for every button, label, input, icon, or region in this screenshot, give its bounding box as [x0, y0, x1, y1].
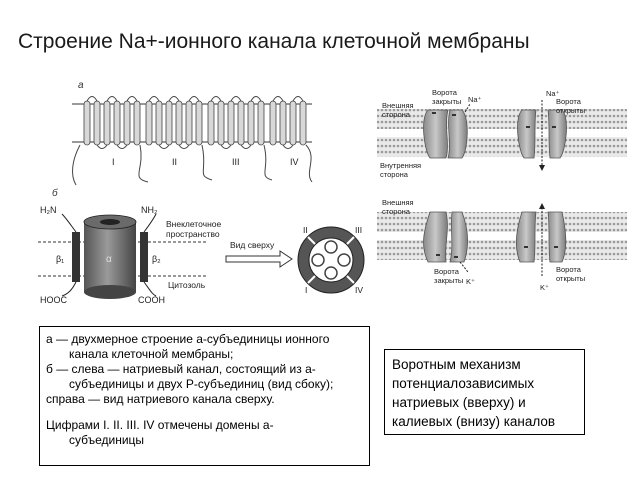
- membrane-lower-bottom: [377, 240, 627, 260]
- domain-label-4: IV: [290, 157, 299, 167]
- caption-right-line-3: натриевых (вверху) и: [392, 395, 526, 410]
- caption-right-box: Воротным механизм потенциалозависимых на…: [384, 349, 585, 435]
- gates-top-panel: Внешняя сторона Внутренняя сторона Ворот…: [377, 88, 627, 179]
- c-terminal-right: COOH: [138, 295, 165, 305]
- panel-a-label: а: [78, 80, 84, 91]
- gates-bottom-panel: Внешняя сторона Ворота закрыты K⁺ K⁺ Вор…: [377, 198, 627, 292]
- inner-side-top-2: сторона: [380, 170, 409, 179]
- panel-a: а: [72, 80, 313, 186]
- gate-closed-top: Ворота: [432, 88, 458, 97]
- k-channel-closed: [423, 211, 468, 263]
- outer-side-bottom: Внешняя: [382, 198, 414, 207]
- caption-right-line-2: потенциалозависимых: [392, 376, 535, 391]
- n-terminal-left: H₂N: [40, 205, 57, 215]
- alpha-cylinder: [83, 214, 137, 299]
- gate-closed-bottom-2: закрыты: [434, 276, 463, 285]
- gate-open-top-2: открыты: [556, 106, 585, 115]
- top-view-arrow: [225, 250, 293, 268]
- top-view-label: Вид сверху: [230, 240, 275, 250]
- caption-left-line-2: канала клеточной мембраны;: [69, 347, 234, 361]
- caption-left-line-3: б — слева — натриевый канал, состоящий и…: [46, 362, 316, 376]
- beta2-subunit: [140, 232, 148, 282]
- c-terminal-left: HOOC: [40, 295, 68, 305]
- alpha-label: α: [106, 254, 112, 265]
- panel-b-label: б: [52, 187, 58, 199]
- membrane-upper-bottom: [377, 137, 627, 157]
- beta1-subunit: [72, 232, 80, 282]
- domain-label-2: II: [172, 157, 177, 167]
- gate-closed-top-2: закрыты: [432, 97, 461, 106]
- na-ion-right: Na⁺: [546, 89, 560, 98]
- domain-label-1: I: [112, 157, 115, 167]
- extracellular-label-2: пространство: [166, 229, 220, 239]
- k-ion-right: K⁺: [540, 283, 549, 292]
- membrane-lower-top: [377, 212, 627, 232]
- ring-domain-1: I: [305, 285, 307, 295]
- n-terminal-right: NH₂: [141, 205, 158, 215]
- panel-b: б α H₂N NH₂ β₁ β₂ HOOC COOH Внеклеточное…: [38, 187, 365, 305]
- caption-left-line-7: субъединицы: [69, 433, 145, 447]
- extracellular-label: Внеклеточное: [166, 219, 221, 229]
- na-channel-open: [517, 109, 567, 159]
- ring-domain-3: III: [355, 225, 362, 235]
- cytosol-label: Цитозоль: [168, 280, 206, 290]
- k-ion-left: K⁺: [466, 277, 475, 286]
- page-title: Строение Na+-ионного канала клеточной ме…: [18, 30, 530, 53]
- gate-open-bottom: Ворота: [556, 265, 582, 274]
- inner-side-top: Внутренняя: [380, 161, 421, 170]
- caption-left-line-5: справа — вид натриевого канала сверху.: [46, 392, 275, 406]
- outer-side-top: Внешняя: [382, 101, 414, 110]
- ring-domain-4: IV: [355, 285, 363, 295]
- caption-left-line-1: а — двухмерное строение а-субъединицы ио…: [46, 332, 330, 346]
- caption-left-box: а — двухмерное строение а-субъединицы ио…: [39, 326, 370, 466]
- caption-left-line-6: Цифрами I. II. III. IV отмечены домены а…: [46, 418, 274, 432]
- beta1-label: β₁: [56, 254, 64, 264]
- membrane-upper-top: [377, 109, 627, 129]
- caption-left-line-4: субъединицы и двух Р-субъединиц (вид сбо…: [69, 377, 334, 391]
- gate-open-bottom-2: открыты: [556, 274, 585, 283]
- caption-right-line-4: калиевых (внизу) каналов: [392, 414, 556, 429]
- na-channel-closed: [423, 109, 468, 159]
- beta2-label: β₂: [152, 254, 161, 264]
- gate-open-top: Ворота: [556, 97, 582, 106]
- outer-side-top-2: сторона: [382, 110, 411, 119]
- caption-right-line-1: Воротным механизм: [392, 357, 521, 372]
- domain-label-3: III: [232, 157, 240, 167]
- ring-domain-2: II: [303, 225, 308, 235]
- na-ion-left: Na⁺: [468, 95, 482, 104]
- outer-side-bottom-2: сторона: [382, 207, 411, 216]
- top-view-ring: [297, 226, 365, 294]
- alpha-subunit-helices: [83, 100, 307, 146]
- gate-closed-bottom: Ворота: [434, 267, 460, 276]
- k-channel-open: [516, 211, 567, 263]
- domain-labels: I II III IV: [112, 157, 299, 167]
